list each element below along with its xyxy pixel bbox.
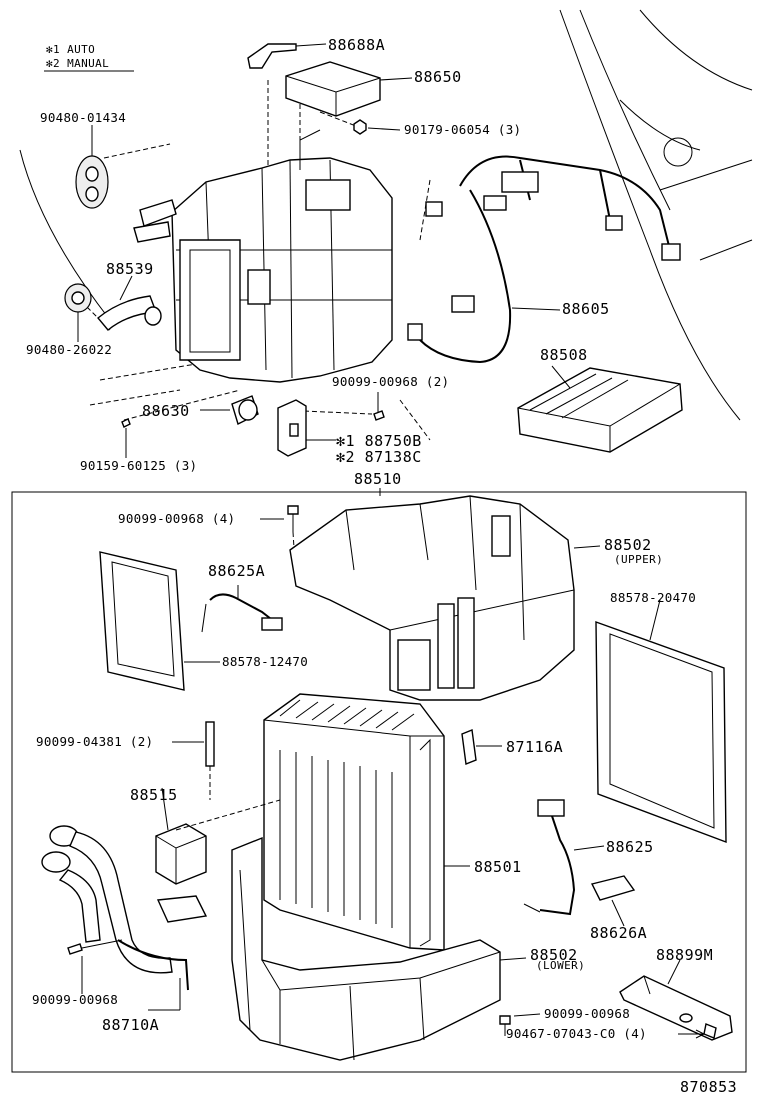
vehicle-body-outline xyxy=(19,9,753,421)
seal-88578-20470 xyxy=(595,599,727,844)
label-88508: 88508 xyxy=(540,346,588,364)
pipe-88710A xyxy=(41,825,208,1011)
label-88650: 88650 xyxy=(414,68,462,86)
figure-number: 870853 xyxy=(680,1078,738,1096)
label-88710A: 88710A xyxy=(102,1016,160,1034)
label-90159-60125: 90159-60125 (3) xyxy=(80,458,198,473)
label-88630: 88630 xyxy=(142,402,190,420)
label-90099-00968-2: 90099-00968 (2) xyxy=(332,374,450,389)
label-90099-04381: 90099-04381 (2) xyxy=(36,734,154,749)
label-88625: 88625 xyxy=(606,838,654,856)
label-90099-00968-lower-center: 90099-00968 xyxy=(544,1006,631,1021)
label-88502-lower: 88502 xyxy=(530,946,578,964)
ecu-88650 xyxy=(285,61,413,135)
label-90099-00968-4: 90099-00968 (4) xyxy=(118,511,236,526)
connector-88630 xyxy=(200,395,259,425)
label-88688A: 88688A xyxy=(328,36,386,54)
legend-auto: ✻1 AUTO xyxy=(46,43,96,56)
label-88502-upper: 88502 xyxy=(604,536,652,554)
subassembly-frame xyxy=(11,491,747,1073)
legend-manual: ✻2 MANUAL xyxy=(46,57,110,70)
label-88578-12470: 88578-12470 xyxy=(222,654,309,669)
screw-90099-00968-lower-center xyxy=(499,1013,541,1036)
label-lower-note: (LOWER) xyxy=(536,959,586,972)
label-88515: 88515 xyxy=(130,786,178,804)
label-88605: 88605 xyxy=(562,300,610,318)
sensor-88625A xyxy=(201,585,283,633)
seal-88578-12470 xyxy=(99,551,220,691)
label-87138C: ✻2 87138C xyxy=(336,448,422,466)
bolt-90099-04381 xyxy=(172,721,215,800)
grommet-90480-26022 xyxy=(64,283,92,342)
label-88510: 88510 xyxy=(354,470,402,488)
screw-90099-00968-upper xyxy=(373,392,385,421)
label-88539: 88539 xyxy=(106,260,154,278)
evaporator-88501 xyxy=(263,693,470,951)
screw-90159-60125 xyxy=(121,418,131,458)
label-88750B: ✻1 88750B xyxy=(336,432,422,450)
screw-90099-00968-lower-left xyxy=(67,939,123,994)
hvac-assembly-upper xyxy=(133,129,393,383)
label-90179-06054: 90179-06054 (3) xyxy=(404,122,522,137)
label-88578-20470: 88578-20470 xyxy=(610,590,697,605)
bracket-88688A xyxy=(247,43,327,69)
label-88625A: 88625A xyxy=(208,562,266,580)
label-upper-note: (UPPER) xyxy=(614,553,664,566)
wire-harness-88605 xyxy=(407,155,681,364)
label-90467-07043: 90467-07043-C0 (4) xyxy=(506,1026,647,1041)
screw-90099-00968-4 xyxy=(260,505,299,581)
duct-88899M xyxy=(619,959,733,1041)
lower-case-88502 xyxy=(231,836,527,1061)
sensor-88626A xyxy=(590,875,636,927)
clip-87116A xyxy=(461,729,502,765)
label-90099-00968-lower-left: 90099-00968 xyxy=(32,992,119,1007)
label-88626A: 88626A xyxy=(590,924,648,942)
upper-case-88502 xyxy=(289,495,601,701)
label-88501: 88501 xyxy=(474,858,522,876)
thermistor-88625 xyxy=(523,799,605,916)
hose-88539 xyxy=(97,275,162,331)
label-90480-26022: 90480-26022 xyxy=(26,342,113,357)
label-88899M: 88899M xyxy=(656,946,714,964)
clip-90467 xyxy=(678,1023,717,1039)
grommet-90480-01434 xyxy=(75,125,109,209)
expansion-valve-88515 xyxy=(155,787,281,885)
air-filter-88508 xyxy=(517,365,683,453)
label-90480-01434: 90480-01434 xyxy=(40,110,127,125)
sensor-88750B xyxy=(277,399,336,457)
label-87116A: 87116A xyxy=(506,738,564,756)
